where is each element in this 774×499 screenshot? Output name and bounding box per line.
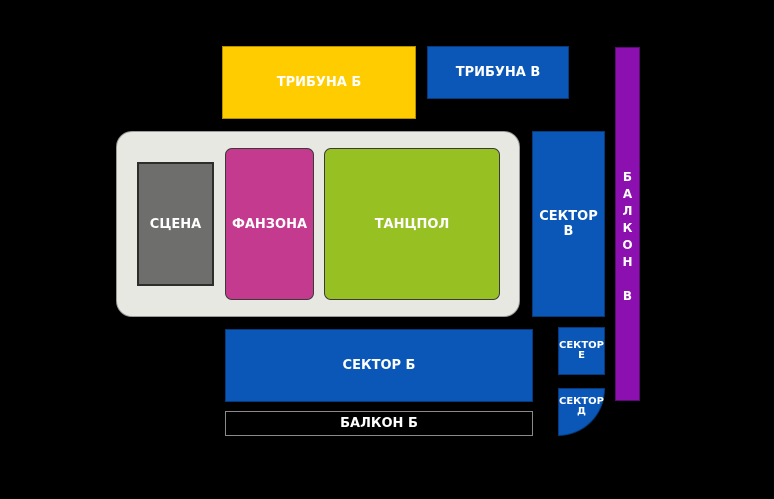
scena-label: СЦЕНА xyxy=(149,216,202,232)
tancpol-label: ТАНЦПОЛ xyxy=(374,217,450,232)
balkon-v-label: БАЛКОН В xyxy=(620,170,635,306)
tribuna-v-zone[interactable]: ТРИБУНА В xyxy=(427,46,569,99)
scena-zone[interactable]: СЦЕНА xyxy=(137,162,214,286)
sektor-v-label: СЕКТОР В xyxy=(539,209,598,239)
sektor-e-label: СЕКТОР Е xyxy=(559,340,604,361)
sektor-v-zone[interactable]: СЕКТОР В xyxy=(532,131,605,317)
sektor-d-label: СЕКТОР Д xyxy=(559,396,604,417)
sektor-b-zone[interactable]: СЕКТОР Б xyxy=(225,329,533,402)
tribuna-b-label: ТРИБУНА Б xyxy=(276,75,362,90)
tribuna-v-label: ТРИБУНА В xyxy=(455,65,541,80)
tribuna-b-zone[interactable]: ТРИБУНА Б xyxy=(222,46,416,119)
fanzona-zone[interactable]: ФАНЗОНА xyxy=(225,148,314,300)
balkon-v-zone[interactable]: БАЛКОН В xyxy=(615,47,640,401)
balkon-b-zone[interactable]: БАЛКОН Б xyxy=(225,411,533,436)
fanzona-label: ФАНЗОНА xyxy=(231,216,308,232)
sektor-b-label: СЕКТОР Б xyxy=(342,358,416,373)
tancpol-zone[interactable]: ТАНЦПОЛ xyxy=(324,148,500,300)
sektor-d-zone[interactable]: СЕКТОР Д xyxy=(558,388,605,436)
sektor-e-zone[interactable]: СЕКТОР Е xyxy=(558,327,605,375)
balkon-b-label: БАЛКОН Б xyxy=(340,416,418,431)
